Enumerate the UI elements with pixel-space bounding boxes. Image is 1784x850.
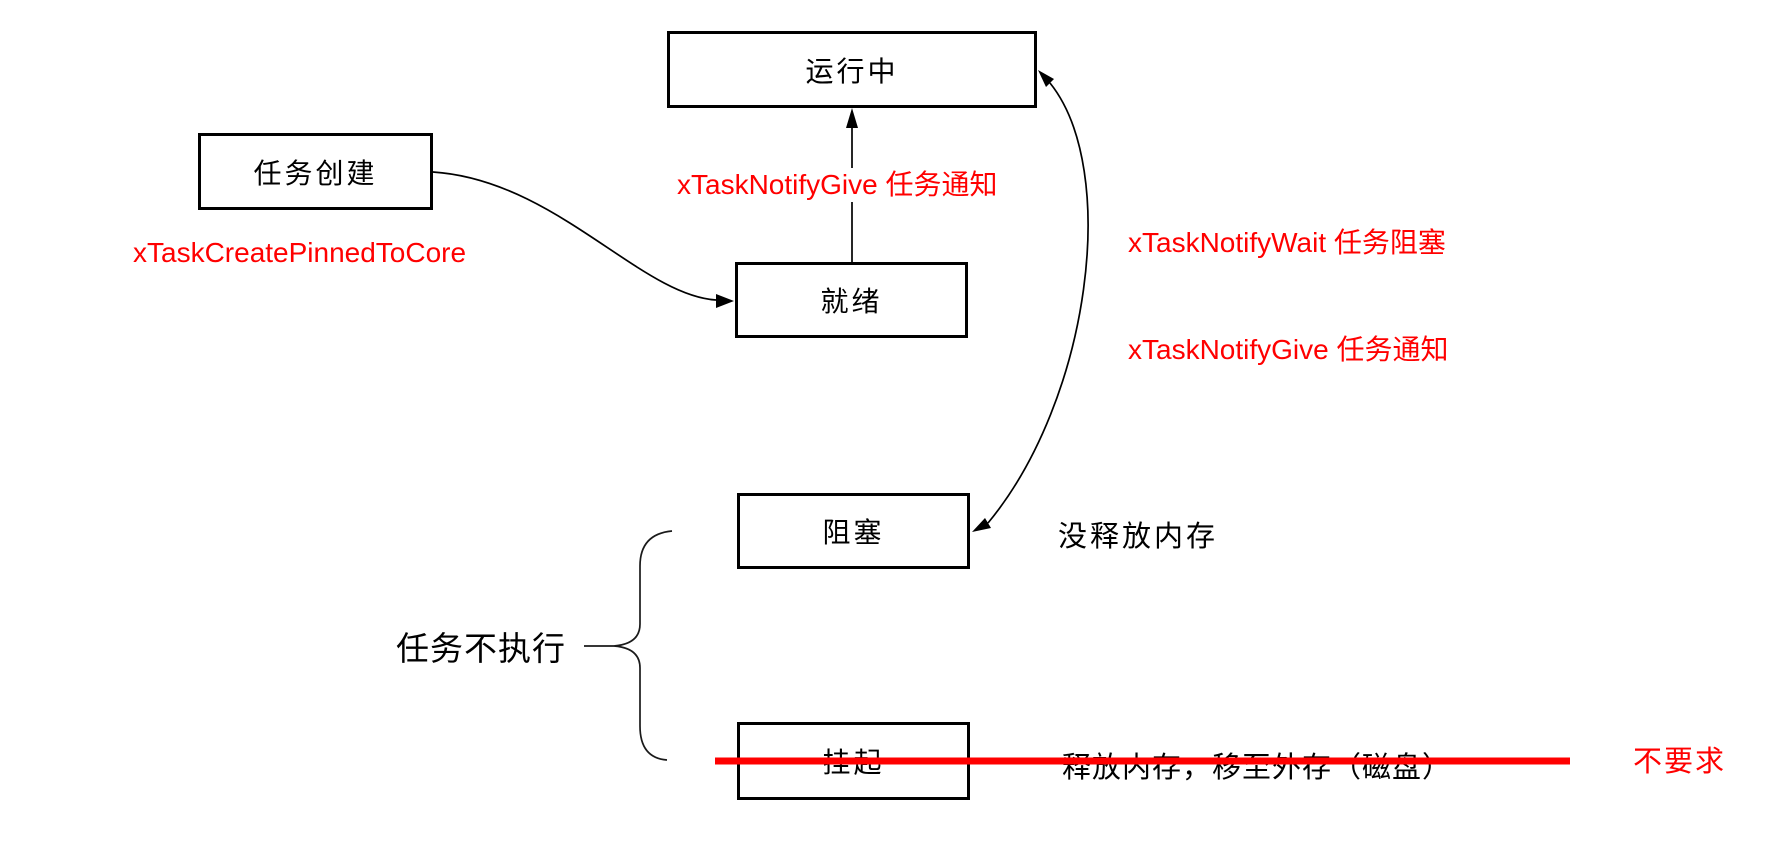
state-label-running: 运行中 — [805, 55, 899, 87]
state-box-blocked: 阻塞 — [737, 493, 970, 569]
state-label-blocked: 阻塞 — [822, 517, 885, 548]
annotation-release-memory: 释放内存，移至外存（磁盘） — [1062, 752, 1453, 784]
brace-not-executing — [584, 530, 673, 761]
state-box-task-create: 任务创建 — [198, 133, 433, 210]
state-box-ready: 就绪 — [735, 262, 968, 338]
state-label-suspended: 挂起 — [822, 747, 885, 778]
annotation-xtasknotifywait: xTaskNotifyWait 任务阻塞 — [1128, 227, 1446, 258]
annotation-xtasknotifygive-up: xTaskNotifyGive 任务通知 — [674, 168, 1001, 202]
arrow-running-blocked-curve — [972, 70, 1089, 532]
annotation-no-release-memory: 没释放内存 — [1058, 521, 1219, 553]
state-box-running: 运行中 — [667, 31, 1037, 108]
state-box-suspended: 挂起 — [737, 722, 970, 800]
annotation-not-required: 不要求 — [1633, 746, 1727, 778]
state-label-ready: 就绪 — [820, 286, 883, 317]
state-label-task-create: 任务创建 — [253, 157, 378, 189]
annotation-xtasknotifygive-right: xTaskNotifyGive 任务通知 — [1128, 334, 1449, 365]
annotation-xtaskcreatepinnedtocore: xTaskCreatePinnedToCore — [133, 237, 467, 268]
annotation-task-not-executing: 任务不执行 — [396, 630, 566, 667]
